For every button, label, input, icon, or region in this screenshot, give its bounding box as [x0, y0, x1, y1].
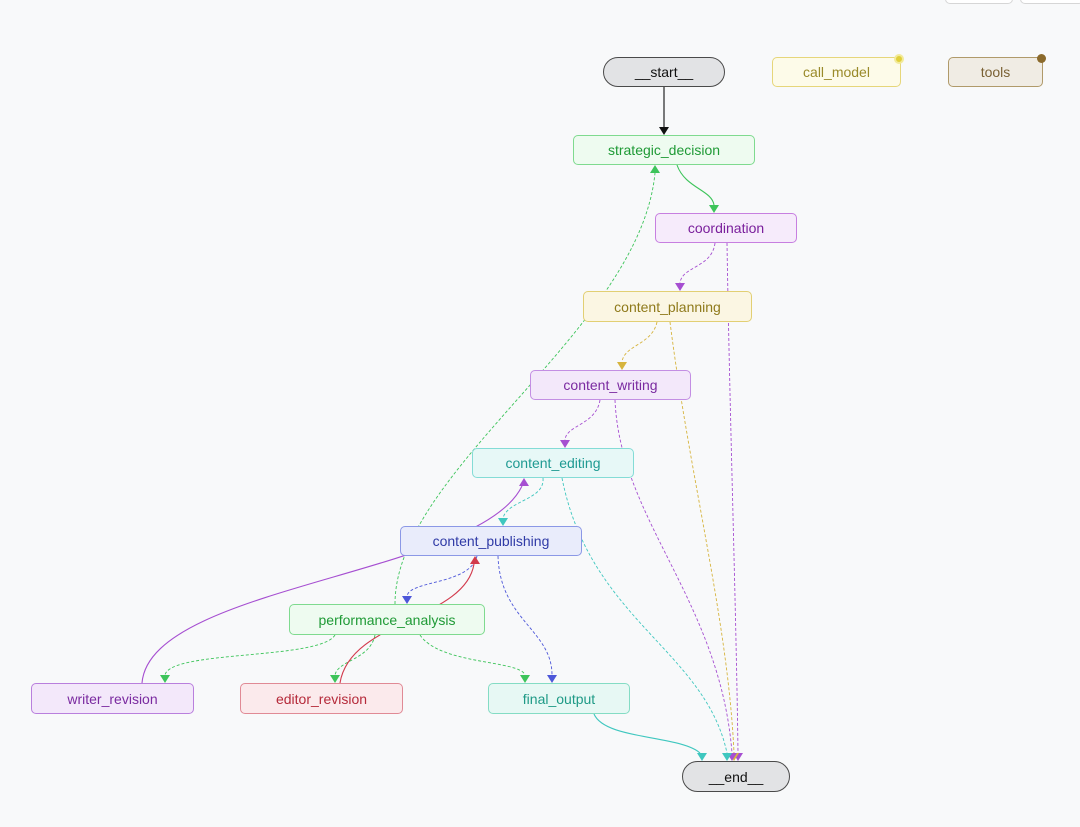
content-publishing-node-label: content_publishing [432, 533, 550, 549]
final-output-node-label: final_output [522, 690, 596, 707]
edge-content-writing-to-content-editing [564, 399, 601, 441]
edge-coordination-to-content-planning [679, 242, 716, 284]
edge-coordination-to-content-planning-arrowhead [675, 283, 685, 291]
edge-content-publishing-to-final-output [497, 555, 553, 676]
tools-node[interactable]: tools [948, 54, 1046, 87]
edge-performance-analysis-to-strategic-decision [394, 172, 656, 605]
edge-content-editing-to-end [561, 477, 728, 754]
edge-content-editing-to-end-arrowhead [722, 753, 732, 761]
edge-performance-analysis-to-final-output [419, 634, 526, 676]
content-planning-node-label: content_planning [614, 298, 721, 315]
edge-content-writing-to-content-editing-arrowhead [560, 440, 570, 448]
edge-content-planning-to-end [669, 321, 735, 754]
edge-writer-revision-to-content-editing [141, 485, 523, 684]
tools-node-label: tools [980, 64, 1011, 80]
performance-analysis-node-label: performance_analysis [318, 611, 456, 628]
writer-revision-node[interactable]: writer_revision [31, 683, 194, 714]
edge-performance-analysis-to-final-output-arrowhead [520, 675, 530, 683]
strategic-decision-node[interactable]: strategic_decision [573, 135, 755, 165]
edge-content-publishing-to-performance-analysis-arrowhead [402, 596, 412, 604]
edge-performance-analysis-to-strategic-decision-arrowhead [650, 165, 660, 173]
edge-performance-analysis-to-writer-revision [164, 634, 336, 676]
tools-status-dot [1037, 54, 1046, 63]
edge-content-writing-to-end [614, 399, 733, 754]
content-editing-node-label: content_editing [505, 455, 601, 471]
edge-strategic-decision-to-coordination-arrowhead [709, 205, 719, 213]
performance-analysis-node[interactable]: performance_analysis [289, 604, 485, 635]
end-node-label: __end__ [708, 768, 764, 785]
strategic-decision-node-label: strategic_decision [607, 142, 721, 158]
content-writing-node-label: content_writing [563, 377, 658, 393]
content-editing-node[interactable]: content_editing [472, 448, 634, 478]
edge-start-to-strategic-decision-arrowhead [659, 127, 669, 135]
edge-content-planning-to-content-writing-arrowhead [617, 362, 627, 370]
edge-performance-analysis-to-writer-revision-arrowhead [160, 675, 170, 683]
edge-content-planning-to-content-writing [621, 321, 658, 363]
edge-writer-revision-to-content-editing-arrowhead [519, 478, 529, 486]
end-node[interactable]: __end__ [682, 761, 790, 792]
edge-content-publishing-to-final-output-arrowhead [547, 675, 557, 683]
call-model-node-label: call_model [803, 64, 870, 80]
content-writing-node[interactable]: content_writing [530, 370, 691, 400]
edge-final-output-to-end [593, 713, 701, 754]
edge-strategic-decision-to-coordination [676, 164, 715, 206]
edge-content-editing-to-content-publishing [502, 477, 544, 519]
start-node[interactable]: __start__ [603, 57, 725, 87]
start-node-label: __start__ [634, 64, 694, 80]
toolbar-button-left[interactable] [945, 0, 1013, 4]
call-model-node[interactable]: call_model [772, 54, 904, 87]
editor-revision-node-label: editor_revision [275, 690, 368, 707]
writer-revision-node-label: writer_revision [67, 690, 158, 707]
content-publishing-node[interactable]: content_publishing [400, 526, 582, 556]
content-planning-node[interactable]: content_planning [583, 291, 752, 322]
call-model-status-dot [894, 54, 904, 64]
edge-editor-revision-to-content-publishing-arrowhead [470, 556, 480, 564]
edge-content-editing-to-content-publishing-arrowhead [498, 518, 508, 526]
edge-final-output-to-end-arrowhead [697, 753, 707, 761]
coordination-node-label: coordination [687, 220, 765, 236]
edge-performance-analysis-to-editor-revision [334, 634, 376, 676]
edge-content-publishing-to-performance-analysis [406, 555, 478, 597]
editor-revision-node[interactable]: editor_revision [240, 683, 403, 714]
coordination-node[interactable]: coordination [655, 213, 797, 243]
edge-performance-analysis-to-editor-revision-arrowhead [330, 675, 340, 683]
final-output-node[interactable]: final_output [488, 683, 630, 714]
toolbar-button-right[interactable] [1020, 0, 1080, 4]
